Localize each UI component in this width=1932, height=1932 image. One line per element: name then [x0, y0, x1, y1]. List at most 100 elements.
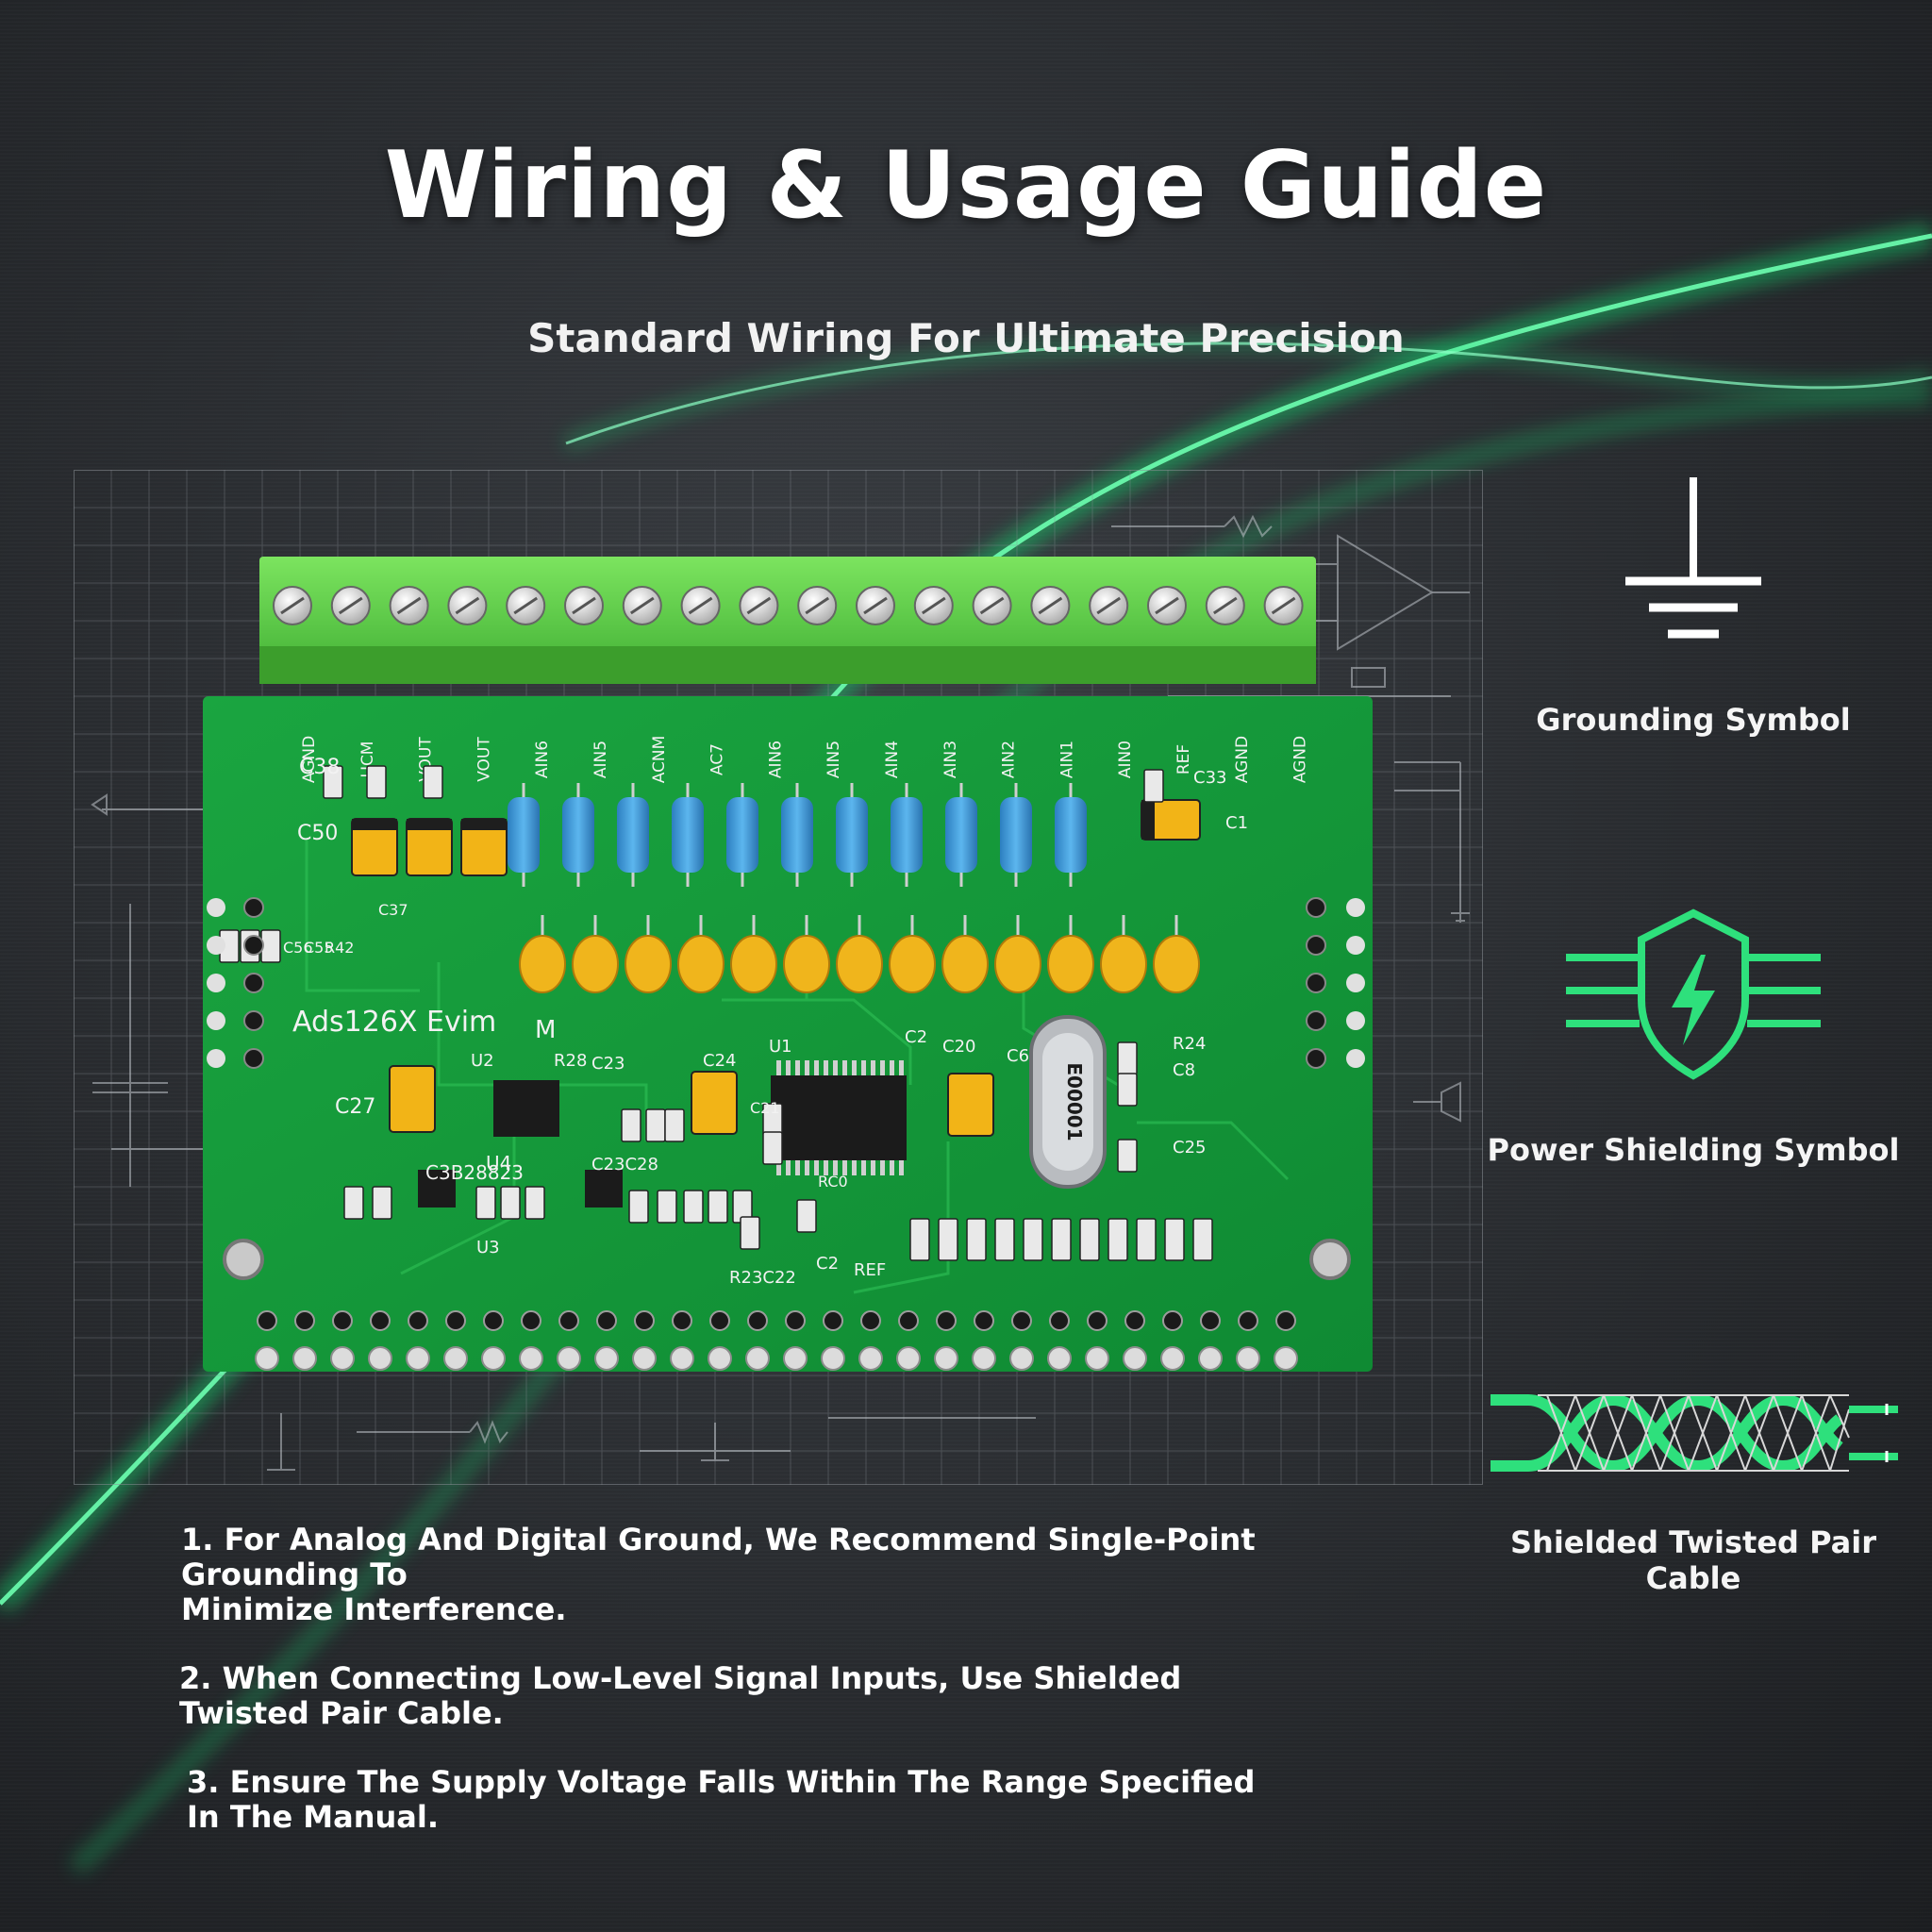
component-label: C8 [1173, 1060, 1195, 1080]
cable-label: Shielded Twisted Pair Cable [1510, 1524, 1876, 1596]
header-pin [632, 1346, 657, 1371]
terminal-label: AIN1 [1058, 741, 1076, 778]
smd-component [657, 1190, 677, 1224]
grounding-legend: Grounding Symbol [1472, 468, 1915, 738]
smd-component [708, 1190, 728, 1224]
smd-resistor [966, 1218, 987, 1261]
header-pin [972, 1346, 996, 1371]
header-pin [330, 1346, 355, 1371]
ground-icon [1625, 477, 1761, 639]
component-label: REF [854, 1260, 886, 1280]
header-pin [519, 1346, 543, 1371]
smd-component [683, 1190, 704, 1224]
header-pin [1123, 1346, 1147, 1371]
blue-resistor [726, 797, 758, 873]
smd-resistor [1079, 1218, 1100, 1261]
component-label: R42 [325, 939, 354, 957]
ceramic-capacitor [1047, 935, 1094, 993]
smd-component [372, 1186, 392, 1220]
smd-component [423, 765, 443, 799]
smd-component [1117, 1139, 1138, 1173]
component-label: M [535, 1016, 556, 1044]
header-pin [745, 1346, 770, 1371]
smd-component [323, 765, 343, 799]
smd-component [796, 1199, 817, 1233]
header-pin [292, 1346, 317, 1371]
component-label: C2 [905, 1027, 927, 1047]
blue-resistor [672, 797, 704, 873]
header-pin [1198, 1346, 1223, 1371]
blue-resistor [891, 797, 923, 873]
terminal-label: AC7 [708, 743, 727, 775]
usage-notes: 1. For Analog And Digital Ground, We Rec… [179, 1522, 1407, 1869]
header-pin [1085, 1346, 1109, 1371]
component-label: C23C28 [591, 1155, 658, 1174]
header-pin [368, 1346, 392, 1371]
smd-component [664, 1108, 685, 1142]
smd-component [740, 1216, 760, 1250]
header-pin [670, 1346, 694, 1371]
smd-resistor [1164, 1218, 1185, 1261]
note-3: 3. Ensure The Supply Voltage Falls Withi… [187, 1764, 1256, 1835]
grounding-label: Grounding Symbol [1536, 702, 1851, 738]
terminal-label: AIN2 [1000, 741, 1019, 778]
page-subtitle: Standard Wiring For Ultimate Precision [527, 315, 1405, 361]
svg-text:E00001: E00001 [1063, 1062, 1086, 1141]
smd-resistor [1192, 1218, 1213, 1261]
component-label: C2 [816, 1254, 839, 1274]
ceramic-capacitor [519, 935, 566, 993]
smd-component [621, 1108, 641, 1142]
page-title: Wiring & Usage Guide [384, 132, 1548, 240]
smd-component [628, 1190, 649, 1224]
component-label: C6 [1007, 1046, 1029, 1066]
component-label: C38 [299, 756, 340, 779]
component-label: R24 [1173, 1034, 1206, 1054]
component-label: U2 [471, 1051, 494, 1071]
ceramic-capacitor [625, 935, 672, 993]
header-pin [934, 1346, 958, 1371]
twisted-pair-cable-icon [1491, 1393, 1898, 1473]
terminal-label: AIN3 [941, 741, 960, 778]
blue-resistor [562, 797, 594, 873]
smd-component [366, 765, 387, 799]
header-pin [896, 1346, 921, 1371]
component-label: R28 [554, 1051, 587, 1071]
smd-component [343, 1186, 364, 1220]
shield-lightning-icon [1566, 908, 1821, 1080]
component-label: C33 [1193, 768, 1226, 788]
ceramic-capacitor [994, 935, 1041, 993]
component-label: U1 [769, 1037, 792, 1057]
terminal-label: VOUT [475, 737, 493, 782]
smd-component [1143, 769, 1164, 803]
smd-resistor [938, 1218, 958, 1261]
smd-resistor [1023, 1218, 1043, 1261]
blue-resistor [1000, 797, 1032, 873]
note-1: 1. For Analog And Digital Ground, We Rec… [181, 1522, 1256, 1627]
shielding-legend: Power Shielding Symbol [1472, 906, 1915, 1168]
ceramic-capacitor [783, 935, 830, 993]
terminal-label: ACNM [650, 736, 669, 784]
header-pin [1236, 1346, 1260, 1371]
header-pin [255, 1346, 279, 1371]
component-label: C25 [1173, 1138, 1206, 1158]
smd-component [500, 1186, 521, 1220]
blue-resistor [781, 797, 813, 873]
ceramic-capacitor [889, 935, 936, 993]
blue-resistor [1055, 797, 1087, 873]
smd-component [645, 1108, 666, 1142]
header-pin [481, 1346, 506, 1371]
smd-resistor [909, 1218, 930, 1261]
component-label: C21 [750, 1099, 780, 1117]
smd-component [762, 1131, 783, 1165]
ceramic-capacitor [941, 935, 989, 993]
shielding-label: Power Shielding Symbol [1487, 1132, 1900, 1168]
smd-component [475, 1186, 496, 1220]
header-pin [406, 1346, 430, 1371]
header-pin [1009, 1346, 1034, 1371]
terminal-label: REF [1174, 744, 1193, 774]
note-2: 2. When Connecting Low-Level Signal Inpu… [179, 1660, 1182, 1731]
blue-resistor [945, 797, 977, 873]
smd-resistor [994, 1218, 1015, 1261]
header-pin [1160, 1346, 1185, 1371]
